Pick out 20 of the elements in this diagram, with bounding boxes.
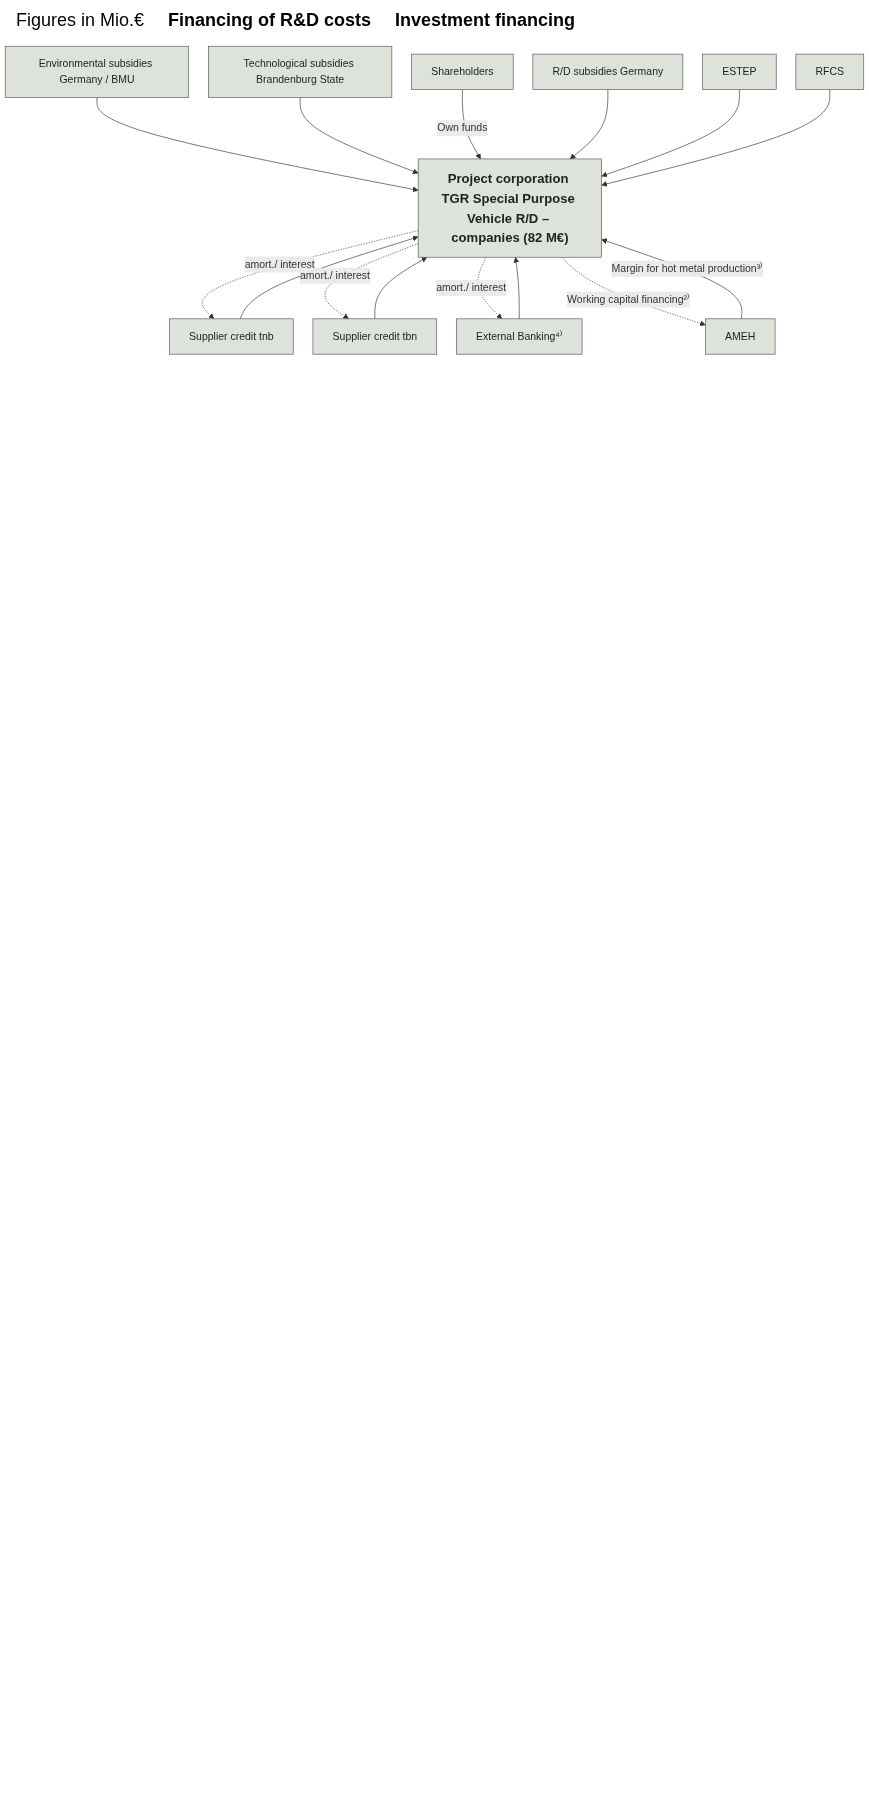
node-box: ESTEP bbox=[702, 53, 777, 90]
edge-label: Working capital financing²⁾ bbox=[567, 293, 690, 305]
node-box: RFCS bbox=[795, 53, 865, 90]
node-box: Technological subsidies Brandenburg State bbox=[208, 45, 393, 98]
section-heading: Financing of R&D costs bbox=[168, 10, 372, 31]
node-box: Supplier credit tnb bbox=[169, 318, 294, 355]
node-box: Supplier credit tbn bbox=[312, 318, 438, 355]
edge-label: amort./ interest bbox=[436, 282, 507, 294]
node-box: Environmental subsidies Germany / BMU bbox=[4, 45, 190, 98]
edge-label: amort./ interest bbox=[244, 258, 315, 270]
node-box: R/D subsidies Germany bbox=[532, 53, 684, 90]
section-heading: Investment financing bbox=[395, 10, 576, 31]
node-box: Shareholders bbox=[411, 53, 514, 90]
node-box: AMEH bbox=[705, 318, 776, 355]
edge-label: Own funds bbox=[437, 122, 488, 134]
edge-label: amort./ interest bbox=[300, 269, 370, 281]
node-box: External Banking⁴⁾ bbox=[456, 318, 583, 355]
edge-label: Margin for hot metal production³⁾ bbox=[611, 262, 763, 274]
node-box: Project corporation TGR Special Purpose Vehicle R/D – companies (82 M€) bbox=[417, 158, 602, 258]
note-text: Figures in Mio.€ bbox=[16, 10, 145, 31]
